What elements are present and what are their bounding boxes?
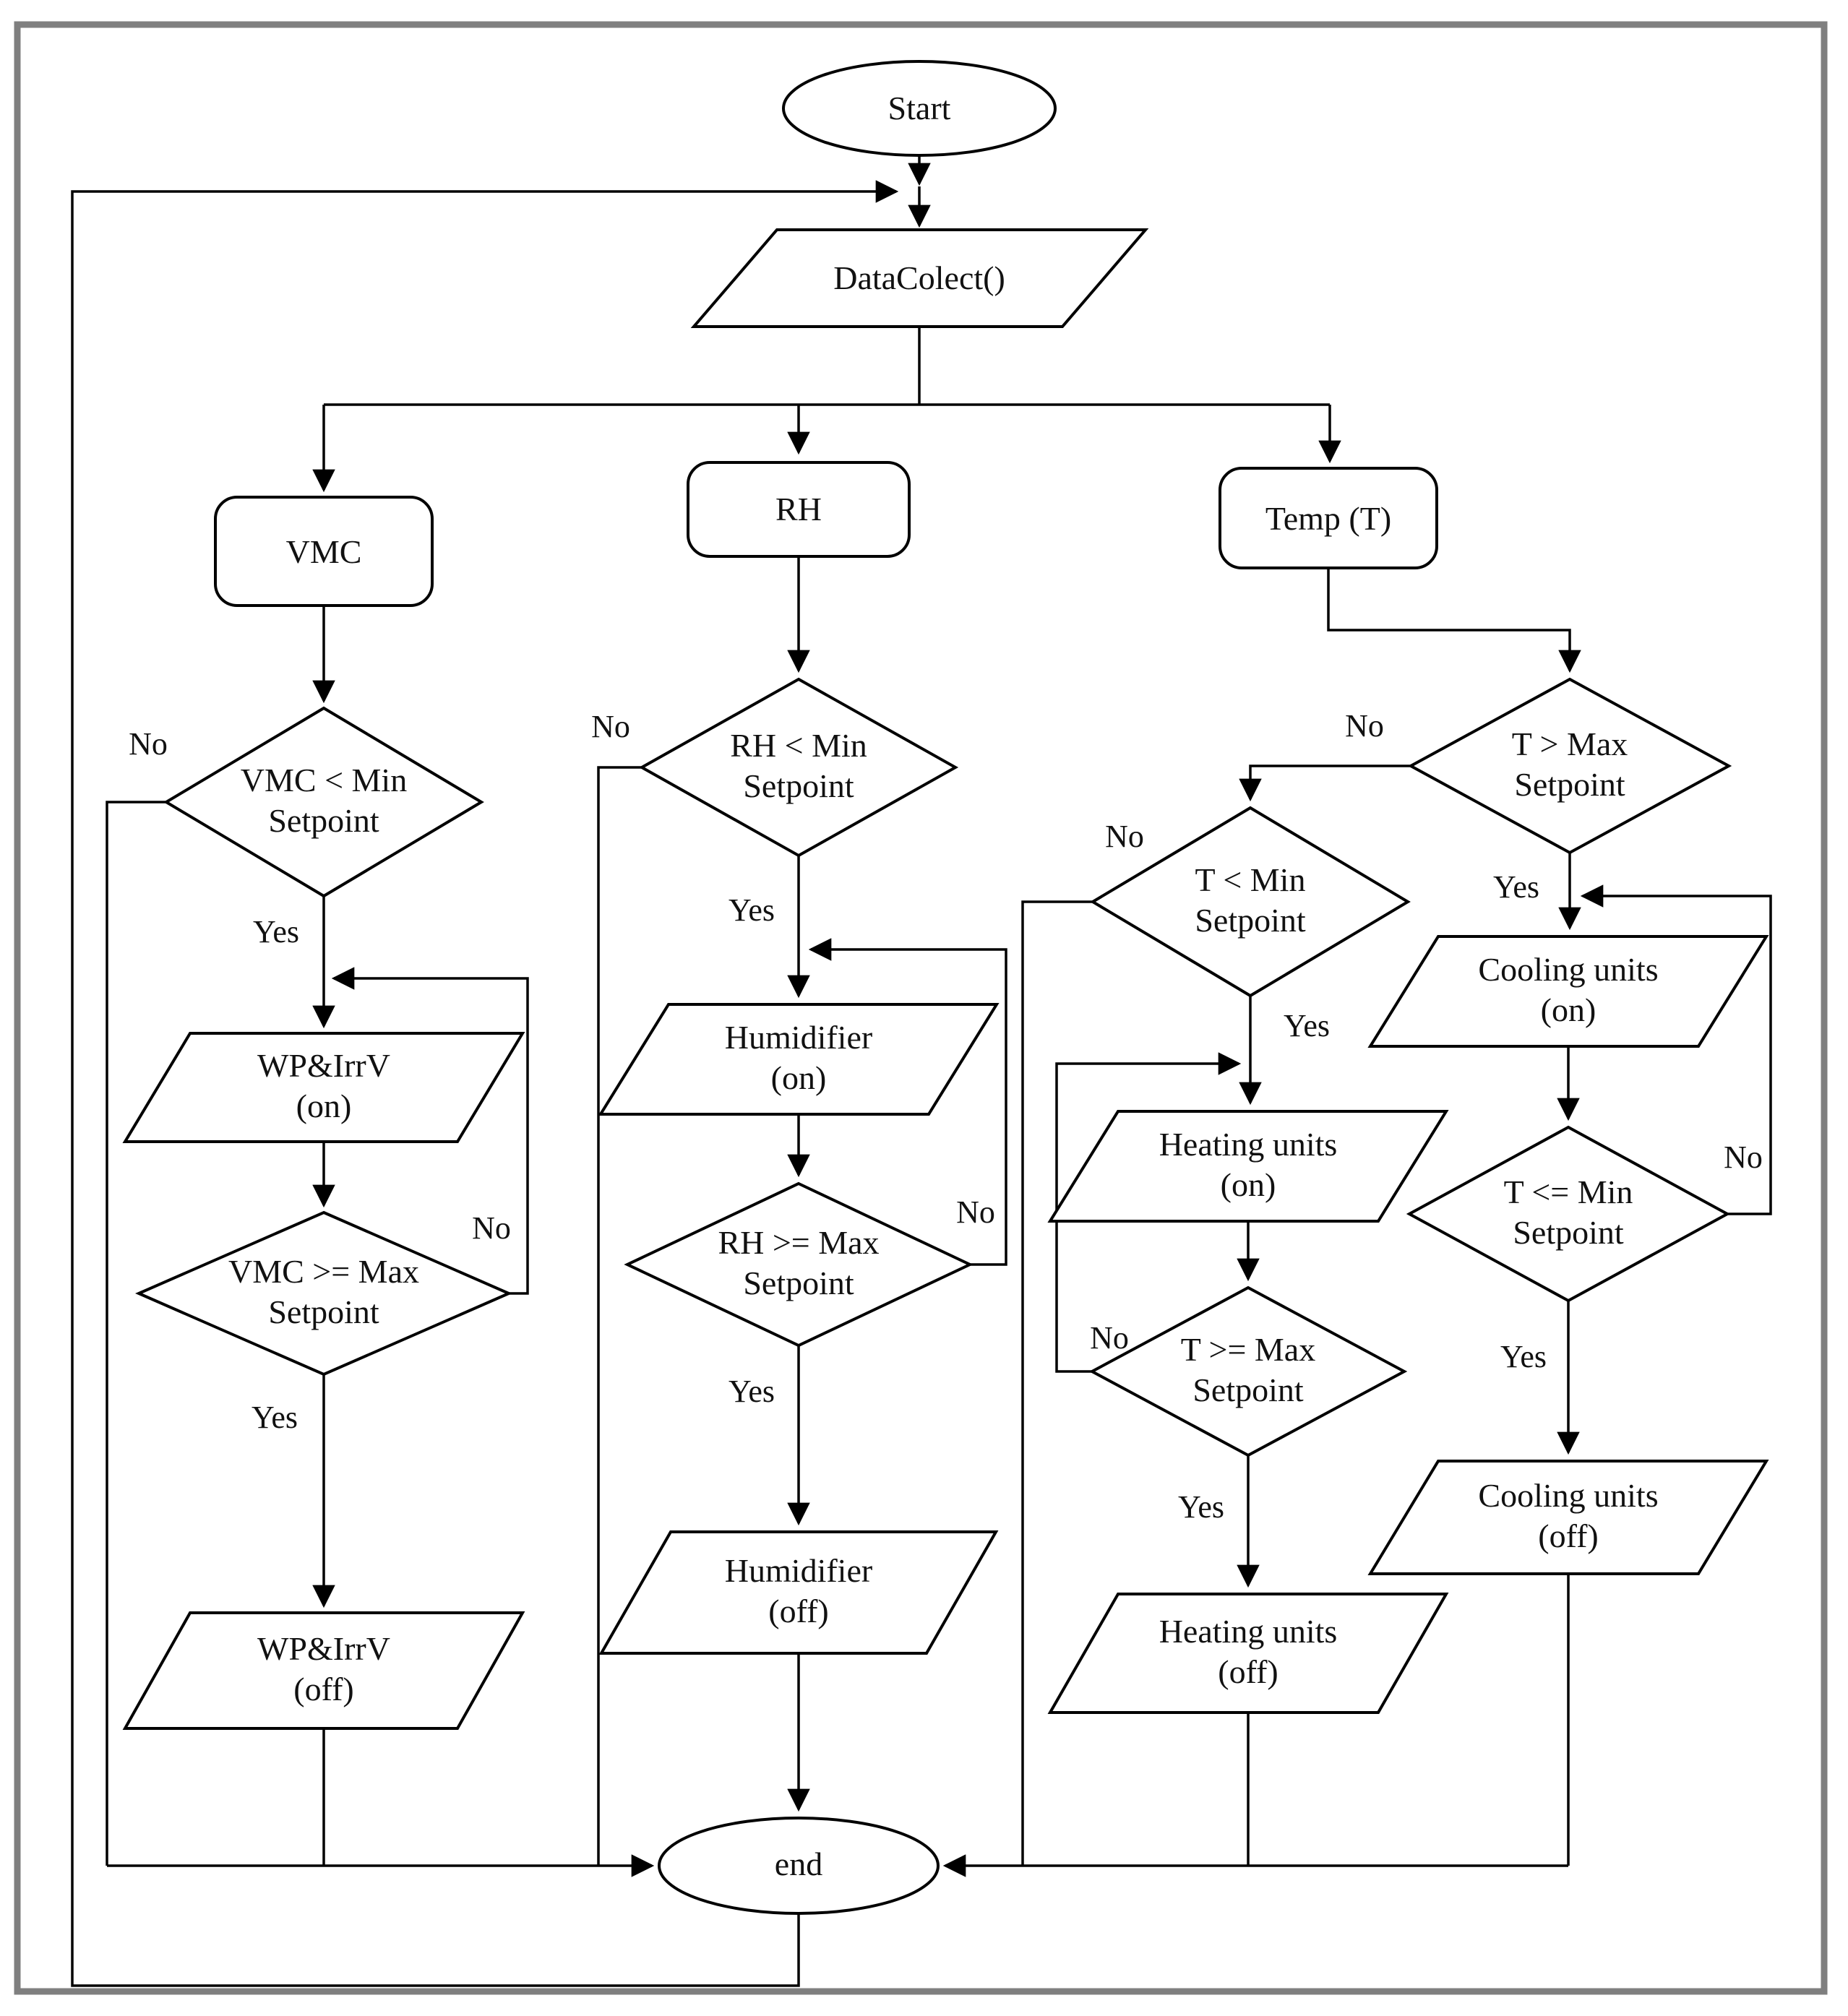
heating-off-io-shape: [1047, 1593, 1449, 1714]
rh-box-shape: [687, 461, 911, 558]
heating-on-io-shape: [1047, 1110, 1449, 1223]
t-min-decision-shape: [1090, 806, 1411, 998]
connectors: [71, 155, 1772, 1987]
temp-box-shape: [1219, 467, 1438, 569]
connector-rhmin-no: [597, 766, 642, 1866]
connector-vmcmax-no-loop: [331, 967, 529, 1295]
rh-max-decision-shape: [624, 1181, 974, 1348]
wp-off-io-shape: [122, 1611, 525, 1730]
vmc-max-decision-shape: [135, 1210, 512, 1377]
t-gmax-decision-shape: [1088, 1285, 1408, 1457]
end-terminator-shape: [658, 1817, 940, 1915]
t-lmin-decision-shape: [1406, 1125, 1731, 1303]
wp-on-io-shape: [122, 1032, 525, 1143]
start-terminator-shape: [782, 60, 1057, 157]
connector-tmax-no: [1239, 764, 1411, 802]
shapes: [122, 60, 1769, 1915]
vmc-box-shape: [214, 496, 434, 607]
rh-min-decision-shape: [638, 677, 959, 858]
humidifier-off-io-shape: [598, 1530, 999, 1655]
connector-tmin-no: [1021, 900, 1093, 1866]
connector-tlmin-no-loop: [1580, 884, 1772, 1215]
page-frame: [14, 21, 1828, 1995]
connector-vmcmin-no: [106, 801, 166, 1866]
cooling-off-io-shape: [1367, 1460, 1769, 1575]
vmc-min-decision-shape: [163, 706, 484, 898]
humidifier-on-io-shape: [598, 1003, 1000, 1116]
connector-rhmax-no-loop: [808, 938, 1007, 1266]
connector-temp-to-tmax: [1327, 568, 1581, 673]
datacollect-io-shape: [690, 228, 1149, 328]
connector-end-loop-to-datacollect: [71, 180, 899, 1987]
cooling-on-io-shape: [1367, 935, 1769, 1048]
t-max-decision-shape: [1407, 677, 1732, 855]
